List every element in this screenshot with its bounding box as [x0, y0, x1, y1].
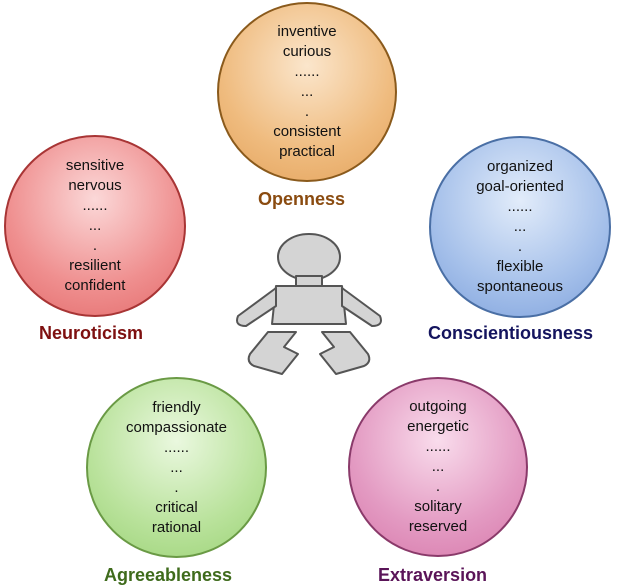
trait-ellipsis: ...... — [163, 438, 189, 456]
trait-word: compassionate — [126, 418, 227, 436]
conscientiousness-circle: organized goal-oriented ...... ... . fle… — [429, 136, 611, 318]
extraversion-circle: outgoing energetic ...... ... . solitary… — [348, 377, 528, 557]
person-figure-icon — [236, 233, 382, 375]
trait-word: energetic — [407, 418, 469, 435]
trait-word: resilient — [69, 257, 121, 274]
trait-word: nervous — [68, 177, 122, 194]
trait-word: goal-oriented — [476, 178, 564, 195]
openness-label: Openness — [258, 189, 346, 209]
trait-ellipsis: ... — [513, 218, 527, 235]
trait-ellipsis: ... — [88, 217, 102, 234]
figure-left-leg — [247, 331, 299, 375]
extraversion-label: Extraversion — [378, 565, 488, 585]
trait-word: confident — [64, 277, 126, 294]
trait-word: curious — [282, 43, 332, 60]
neuroticism-circle: sensitive nervous ...... ... . resilient… — [4, 135, 186, 317]
trait-ellipsis: ...... — [507, 198, 533, 215]
trait-word: friendly — [152, 398, 201, 416]
trait-ellipsis: . — [174, 478, 179, 496]
openness-circle: inventive curious ...... ... . consisten… — [217, 2, 397, 182]
trait-ellipsis: ...... — [82, 197, 108, 214]
trait-ellipsis: ... — [431, 458, 445, 475]
trait-word: sensitive — [65, 157, 125, 174]
trait-word: flexible — [496, 258, 544, 275]
trait-ellipsis: ... — [300, 83, 314, 100]
neuroticism-label: Neuroticism — [39, 323, 144, 343]
figure-left-arm — [236, 287, 277, 327]
figure-torso — [271, 285, 347, 325]
trait-ellipsis: . — [435, 478, 441, 495]
trait-word: reserved — [408, 518, 468, 535]
trait-word: solitary — [414, 498, 462, 515]
trait-ellipsis: . — [517, 238, 523, 255]
trait-word: inventive — [277, 23, 337, 40]
trait-word: rational — [151, 518, 202, 536]
figure-right-leg — [319, 331, 371, 375]
agreeableness-circle: friendly compassionate ...... ... . crit… — [86, 377, 267, 558]
trait-ellipsis: ... — [170, 458, 183, 476]
trait-word: critical — [155, 498, 198, 516]
figure-right-arm — [341, 287, 382, 327]
figure-head — [277, 233, 341, 281]
trait-word: spontaneous — [477, 278, 563, 295]
trait-word: outgoing — [409, 398, 467, 415]
trait-word: consistent — [273, 123, 341, 140]
trait-word: organized — [487, 158, 553, 175]
trait-ellipsis: ...... — [425, 438, 451, 455]
agreeableness-label: Agreeableness — [104, 565, 233, 585]
trait-ellipsis: . — [92, 237, 98, 254]
conscientiousness-label: Conscientiousness — [428, 323, 594, 343]
trait-word: practical — [279, 143, 335, 160]
trait-ellipsis: ...... — [294, 63, 320, 80]
trait-ellipsis: . — [304, 103, 310, 120]
